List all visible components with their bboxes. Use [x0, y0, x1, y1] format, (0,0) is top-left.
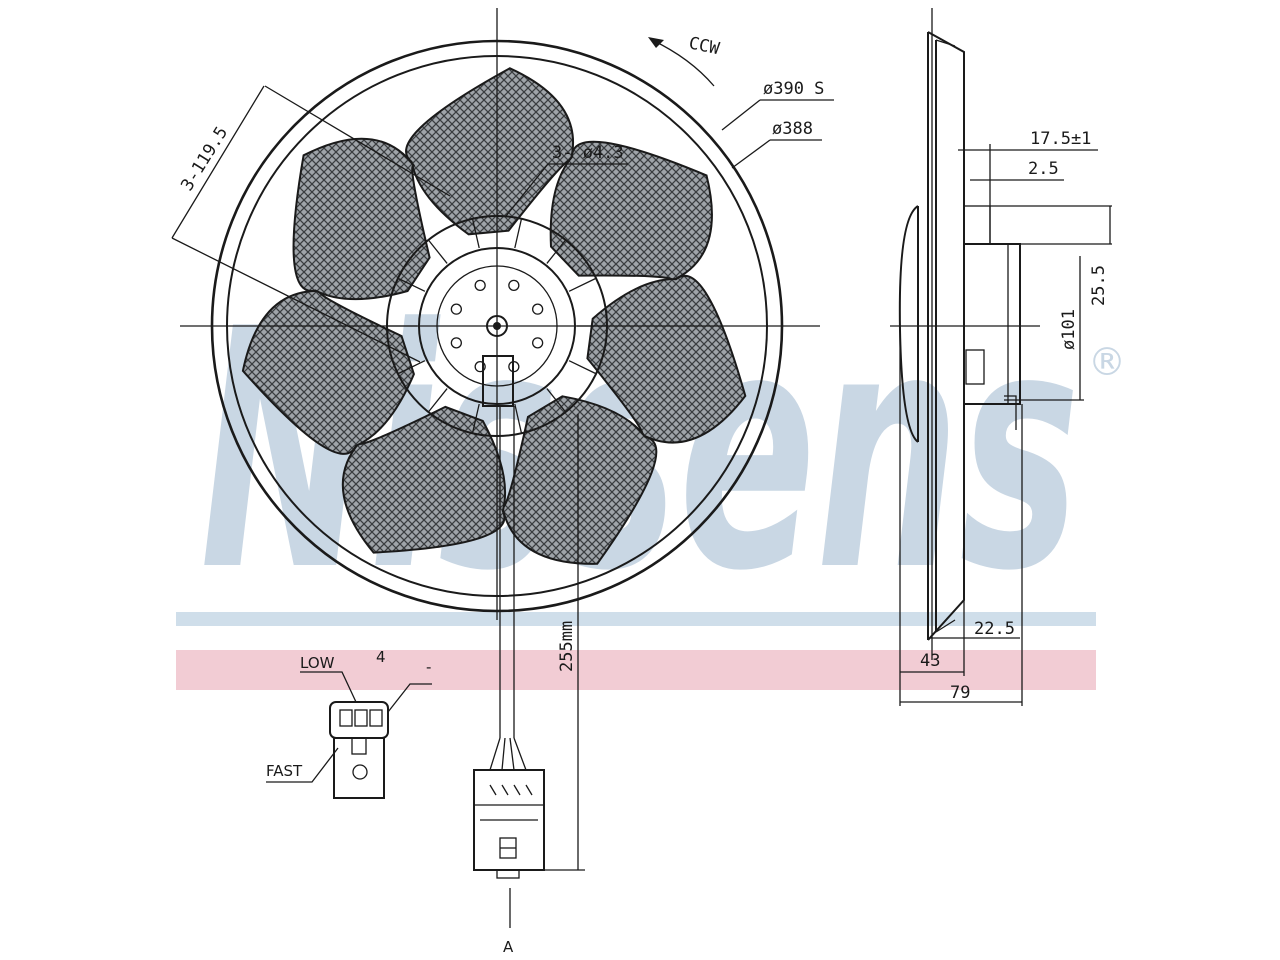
hub-rib	[427, 239, 448, 264]
outer-diameter-leader-diag	[721, 99, 761, 131]
connector-detail-circle	[352, 764, 368, 780]
dim-25-5-label: 25.5	[1089, 265, 1109, 306]
connector-low-label: LOW	[300, 654, 335, 672]
hub-rib	[568, 360, 597, 375]
side-connector	[965, 349, 985, 385]
connector-pin-1	[339, 709, 353, 727]
side-motor-body	[963, 243, 1021, 405]
cable-length-label: 255mm	[557, 621, 577, 672]
watermark-registered-symbol: ®	[1088, 340, 1126, 384]
cable-exit-housing	[482, 355, 514, 407]
dim-17-5-label: 17.5±1	[1030, 129, 1091, 149]
cable-fanout	[489, 737, 527, 771]
dim-43-label: 43	[920, 651, 940, 671]
side-connector-detail	[1004, 395, 1017, 430]
hub-bolt-hole	[532, 303, 544, 315]
hub-rib	[568, 277, 597, 292]
hub-rib	[546, 388, 567, 413]
hub-rib	[514, 403, 523, 434]
connector-fast-leader	[266, 747, 339, 783]
hub-bolt-hole	[450, 337, 462, 349]
connector-pin-mark: 4	[376, 648, 386, 666]
red-band	[176, 650, 1096, 690]
hub-bolt-holes	[450, 279, 544, 373]
fan-front-view: A CCW ø390 S ø388 3- ø4.3 3-119.5 255mm	[171, 8, 834, 956]
fan-blades	[241, 67, 747, 565]
connector-body	[333, 737, 385, 799]
connector-detail: LOW 4 - FAST	[266, 648, 432, 799]
dim-2-5-label: 2.5	[1028, 159, 1059, 179]
hub-rib	[514, 218, 523, 249]
dim-79-label: 79	[950, 683, 970, 703]
dim-22-5-label: 22.5	[974, 619, 1015, 639]
section-mark-a: A	[503, 938, 514, 956]
mount-holes-label: 3- ø4.3	[552, 143, 624, 163]
hub-bolt-hole	[532, 337, 544, 349]
fan-side-view: 17.5±1 2.5 25.5 ø101 22.5 43 79	[890, 8, 1112, 706]
connector-minus-mark: -	[426, 658, 431, 676]
connector-head	[329, 701, 389, 739]
hub-rib	[397, 277, 426, 292]
mount-spacing-dimension	[171, 85, 451, 363]
fan-blade	[549, 140, 713, 282]
rotation-arrowhead	[648, 37, 664, 48]
inner-diameter-leader-diag	[731, 139, 771, 169]
hub-rib	[546, 239, 567, 264]
outer-diameter-label: ø390 S	[763, 79, 824, 99]
hub-rib	[427, 388, 448, 413]
fan-blade	[501, 395, 658, 565]
connector-minus-leader	[387, 683, 432, 713]
blue-band	[176, 612, 1096, 626]
hub-bolt-hole	[474, 279, 486, 291]
fan-blade	[292, 137, 431, 301]
hub-rib	[471, 218, 480, 249]
plug-pins	[489, 784, 533, 796]
hub-rib	[471, 403, 480, 434]
dim-101-label: ø101	[1059, 309, 1079, 350]
mount-holes-leader-diag	[505, 163, 549, 217]
connector-fast-label: FAST	[266, 762, 303, 780]
inner-diameter-label: ø388	[772, 119, 813, 139]
fan-blade	[405, 67, 575, 236]
plug-tip	[496, 869, 520, 879]
hub-bolt-hole	[508, 279, 520, 291]
connector-low-leader	[300, 671, 357, 703]
rotation-label: CCW	[687, 33, 722, 59]
connector-pin-3	[369, 709, 383, 727]
fan-blade	[341, 405, 507, 554]
connector-pin-2	[354, 709, 368, 727]
hub-bolt-hole	[450, 303, 462, 315]
side-shroud-flange	[935, 39, 956, 633]
fan-blade	[586, 274, 747, 444]
hub-rib	[397, 360, 426, 375]
fan-blade	[241, 289, 415, 455]
side-blade-profile	[898, 205, 919, 443]
side-motor-shaft	[963, 205, 991, 245]
connector-latch	[351, 737, 367, 755]
